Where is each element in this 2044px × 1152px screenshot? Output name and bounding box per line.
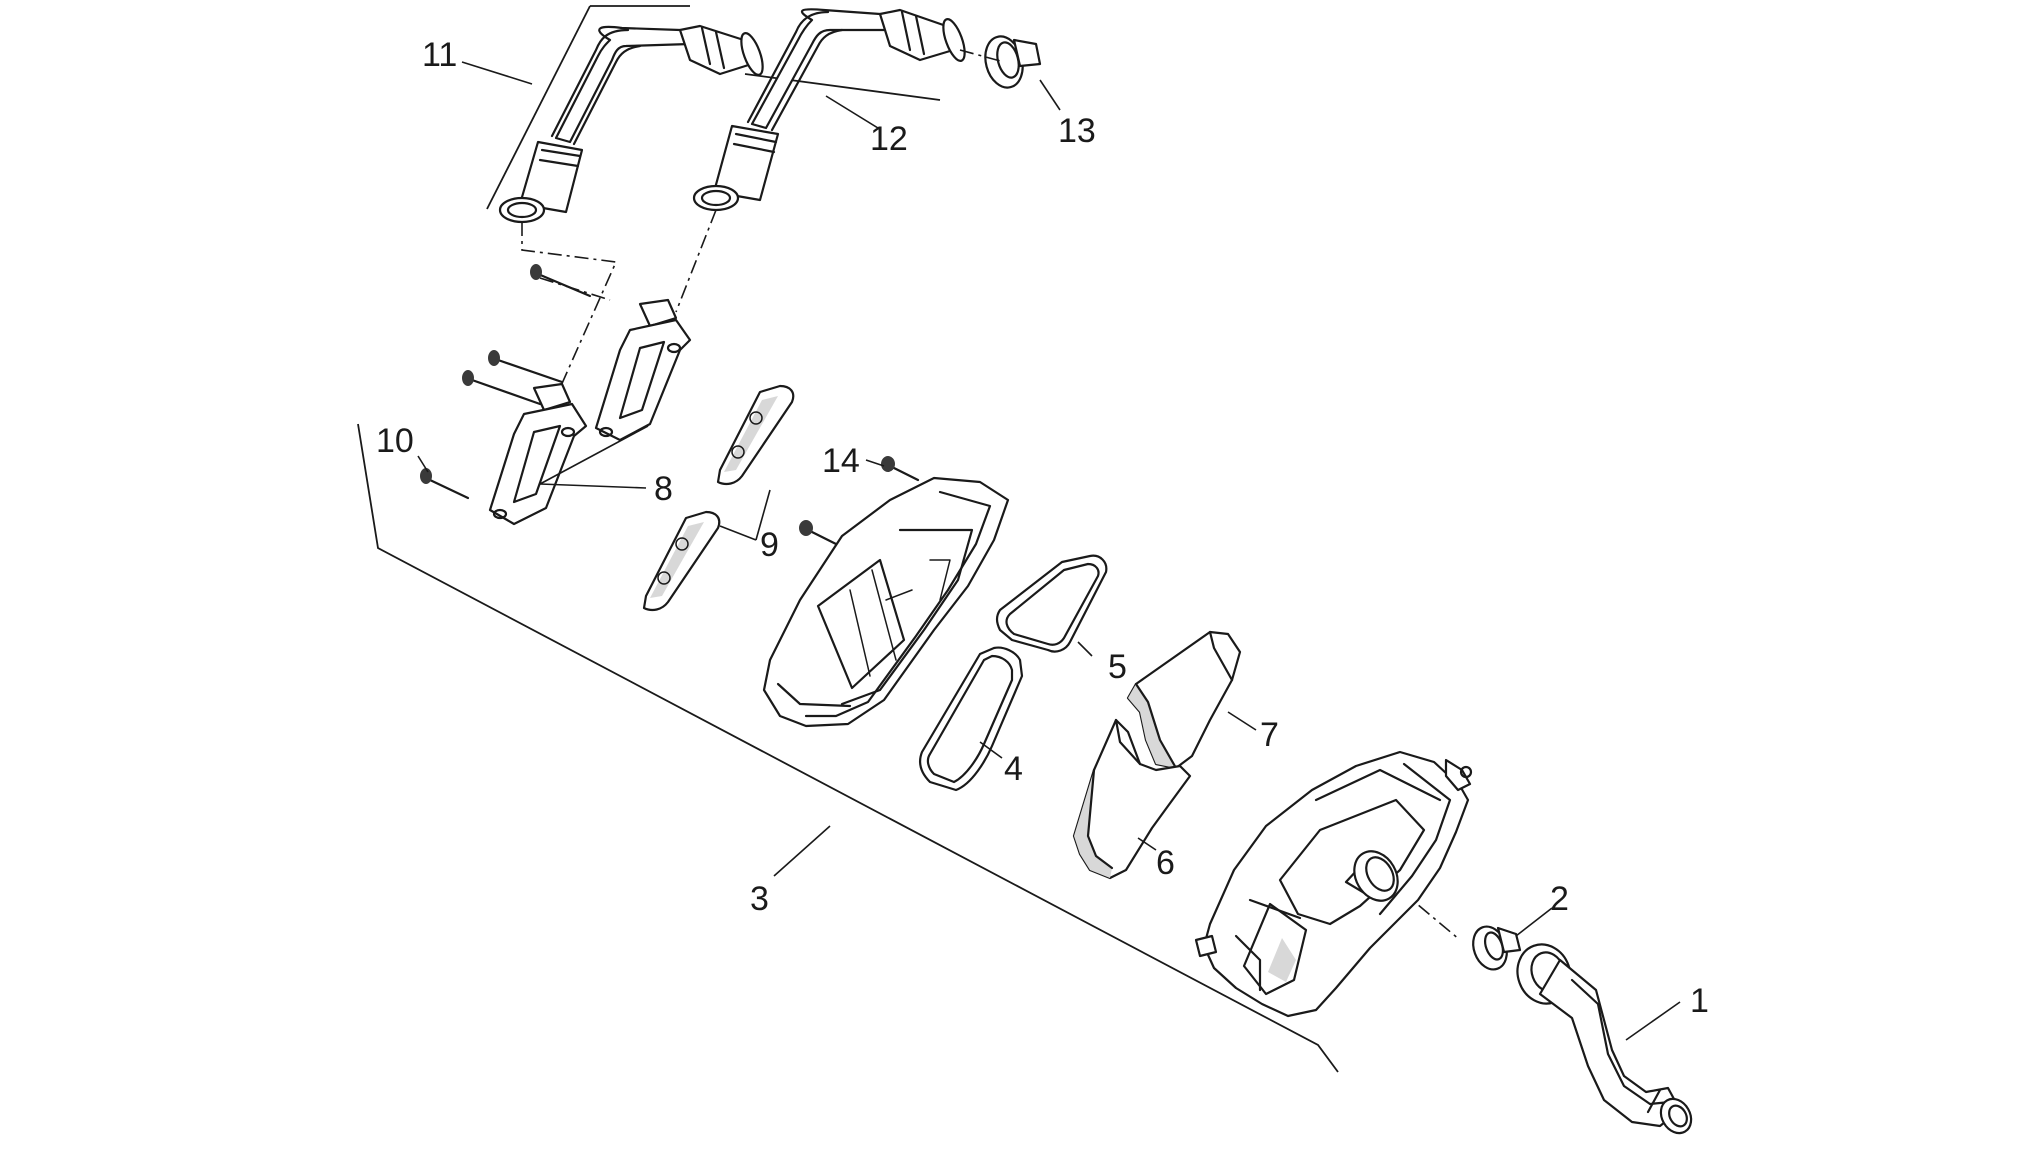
part-4-gasket: [919, 646, 1024, 792]
label-part-8: 8: [654, 470, 673, 508]
part-12-pipe: [692, 8, 966, 212]
assembly-frame-11: [486, 5, 690, 210]
part-11-pipe: [498, 24, 764, 224]
part-labels: 1 2 3 4 5 6 7 8 9 10 11 12 13 14: [376, 36, 1709, 1020]
label-part-9: 9: [760, 526, 779, 564]
part-1-tube: [1516, 943, 1693, 1135]
part-7-filter: [1126, 630, 1242, 770]
label-part-1: 1: [1690, 982, 1709, 1020]
label-part-11: 11: [422, 36, 457, 74]
label-part-3: 3: [750, 880, 769, 918]
label-part-2: 2: [1550, 880, 1569, 918]
part-8-bracket-upper: [594, 298, 692, 442]
part-3-cover: [762, 476, 1010, 728]
part-9-reed-valve-lower: [642, 510, 721, 612]
label-part-5: 5: [1108, 648, 1127, 686]
part-5-gasket: [995, 554, 1108, 653]
part-6-filter: [1072, 718, 1192, 880]
part-8-bracket-lower: [488, 382, 588, 526]
label-part-6: 6: [1156, 844, 1175, 882]
part-10-bolt: [420, 468, 470, 500]
part-9-reed-valve-upper: [716, 384, 795, 486]
part-14-screws: [799, 456, 920, 546]
part-2-clamp: [1472, 925, 1522, 971]
label-part-10: 10: [376, 422, 414, 460]
label-part-7: 7: [1260, 716, 1279, 754]
leader-lines: [417, 61, 1681, 1041]
assembly-frame-3: [357, 423, 1339, 1073]
label-part-14: 14: [822, 442, 860, 480]
label-part-12: 12: [870, 120, 908, 158]
part-8-bolts: [462, 264, 592, 406]
label-part-4: 4: [1004, 750, 1023, 788]
part-13-clamp: [984, 35, 1042, 89]
label-part-13: 13: [1058, 112, 1096, 150]
part-3-housing: [1194, 750, 1473, 1018]
